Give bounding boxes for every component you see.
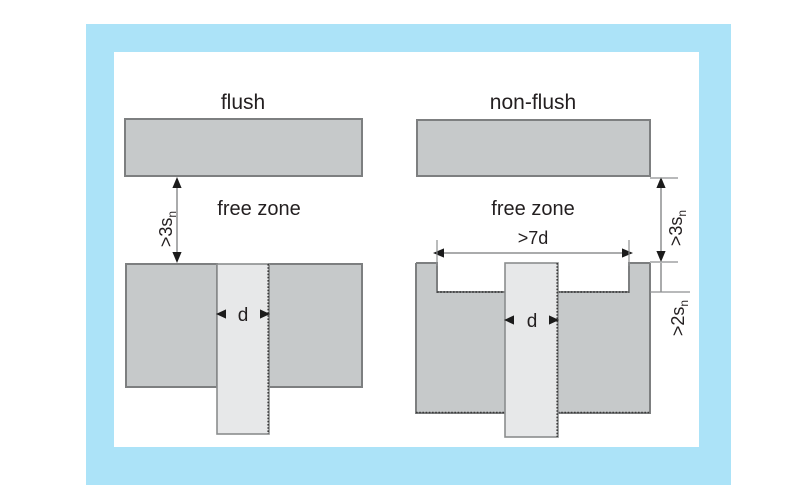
- flush-diameter-label: d: [238, 305, 249, 326]
- flush-target-bar: [124, 118, 363, 177]
- nonflush-mounting-block-left: [415, 262, 505, 414]
- nonflush-diameter-dimension: [504, 315, 559, 325]
- nonflush-recess-text: >2s: [668, 307, 688, 337]
- flush-clearance-text: >3s: [156, 218, 176, 248]
- nonflush-width-label: >7d: [518, 228, 549, 248]
- flush-diameter-dimension: [216, 309, 270, 319]
- nonflush-recess-label: >2sn: [668, 300, 691, 336]
- nonflush-mounting-block-right: [558, 262, 651, 414]
- nonflush-clearance-dimension: [650, 177, 678, 263]
- nonflush-panel-title: non-flush: [490, 91, 576, 114]
- nonflush-recess-dimension: [650, 263, 690, 293]
- nonflush-clearance-text: >3s: [666, 217, 686, 247]
- flush-clearance-subscript: n: [165, 211, 179, 218]
- nonflush-free-zone-label: free zone: [491, 198, 574, 220]
- flush-mounting-block-left: [125, 263, 218, 388]
- nonflush-clearance-subscript: n: [675, 210, 689, 217]
- nonflush-width-dimension: [433, 240, 633, 266]
- nonflush-pocket-outline: [416, 291, 650, 414]
- nonflush-diameter-label: d: [527, 311, 538, 332]
- flush-panel-title: flush: [221, 91, 265, 114]
- flush-free-zone-label: free zone: [217, 198, 300, 220]
- nonflush-sensor-body: [504, 262, 559, 438]
- nonflush-clearance-label: >3sn: [666, 210, 689, 246]
- svg-text:>3sn: >3sn: [666, 210, 689, 246]
- panel-flush: >3sn d flush free zone: [124, 91, 363, 435]
- nonflush-recess-subscript: n: [677, 300, 691, 307]
- flush-clearance-label: >3sn: [156, 211, 179, 247]
- flush-clearance-dimension: [172, 177, 182, 263]
- svg-text:>3sn: >3sn: [156, 211, 179, 247]
- flush-mounting-block-right: [268, 263, 363, 388]
- panel-non-flush: >3sn >2sn >7d: [415, 91, 691, 438]
- svg-text:>2sn: >2sn: [668, 300, 691, 336]
- flush-sensor-body: [216, 263, 270, 435]
- nonflush-target-bar: [416, 119, 651, 177]
